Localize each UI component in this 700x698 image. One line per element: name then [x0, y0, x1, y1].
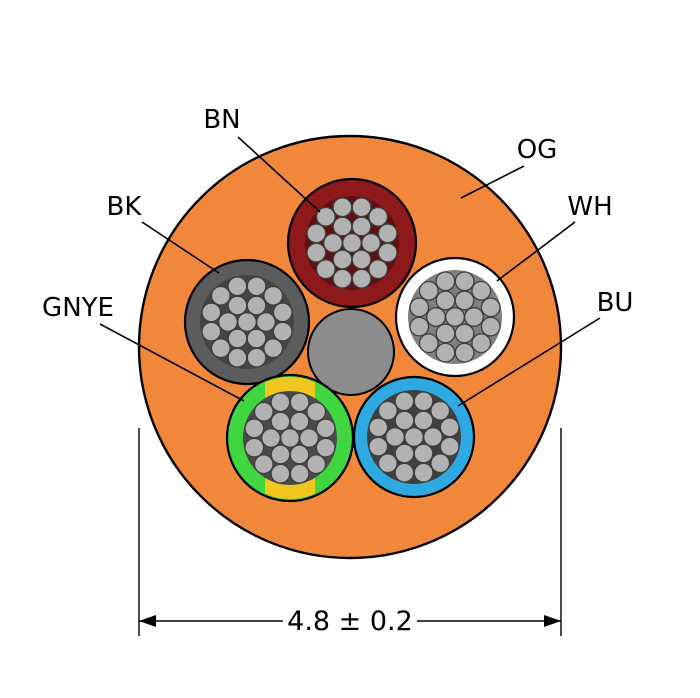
leader-line-bk [141, 221, 220, 274]
label-gnye: GNYE [42, 293, 114, 323]
conductor-bn [286, 177, 418, 309]
label-wh: WH [567, 192, 612, 222]
leader-line-og [460, 165, 525, 199]
dimension-arrow-right [544, 615, 561, 627]
dimension-line [139, 615, 561, 627]
leader-line-wh [496, 221, 576, 282]
conductor-gnye [225, 373, 355, 503]
dimension-text: 4.8 ± 0.2 [287, 606, 413, 637]
conductor-wh [394, 256, 516, 378]
label-bk: BK [107, 192, 143, 222]
conductor-bu [352, 375, 476, 499]
filler-core [307, 308, 395, 396]
label-bn: BN [203, 105, 240, 135]
label-og: OG [517, 135, 558, 165]
conductor-bk [183, 258, 311, 386]
leader-line-bu [457, 317, 601, 407]
dimension-arrow-left [139, 615, 156, 627]
leader-line-gnye [99, 323, 245, 402]
label-bu: BU [597, 288, 634, 318]
leader-line-bn [237, 136, 321, 213]
